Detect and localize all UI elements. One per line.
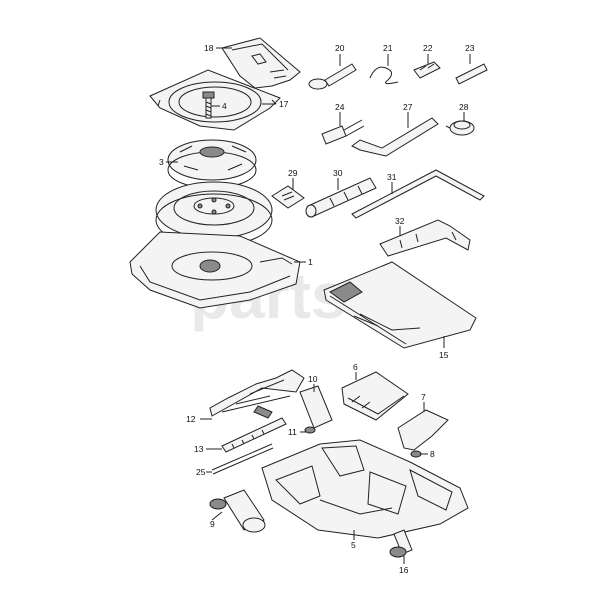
part-28-compressor-gauge[interactable] xyxy=(445,120,475,136)
callout-10: 10 xyxy=(308,374,318,384)
callout-25: 25 xyxy=(196,467,206,477)
part-18-cover-plate[interactable] xyxy=(221,37,301,89)
callout-18: 18 xyxy=(204,43,214,53)
callout-12: 12 xyxy=(186,414,196,424)
part-22-bracket[interactable] xyxy=(413,61,441,79)
part-20-towing-eye[interactable] xyxy=(308,63,357,90)
part-6-compressor[interactable] xyxy=(341,371,409,421)
callout-5: 5 xyxy=(351,540,356,550)
callout-30: 30 xyxy=(333,168,343,178)
callout-17: 17 xyxy=(279,99,289,109)
part-16-knob[interactable] xyxy=(389,529,413,558)
callout-28: 28 xyxy=(459,102,469,112)
part-21-clip[interactable] xyxy=(369,66,399,85)
part-7-bracket[interactable] xyxy=(397,409,449,451)
callout-9: 9 xyxy=(210,519,215,529)
callout-1: 1 xyxy=(308,257,313,267)
part-4-wheel-bolt[interactable] xyxy=(202,91,215,119)
callout-31: 31 xyxy=(387,172,397,182)
part-13-brush[interactable] xyxy=(221,417,287,453)
part-5-tool-tray[interactable] xyxy=(261,439,469,539)
spare-wheel xyxy=(155,181,273,247)
callout-23: 23 xyxy=(465,43,475,53)
part-3-foam-insert[interactable] xyxy=(167,139,257,189)
callout-8: 8 xyxy=(430,449,435,459)
callout-20: 20 xyxy=(335,43,345,53)
part-9-canister[interactable] xyxy=(209,489,266,533)
part-25-strap[interactable] xyxy=(211,443,274,475)
part-1-spare-wheel-well[interactable] xyxy=(129,231,301,309)
part-17-wheel-tray[interactable] xyxy=(149,69,281,131)
callout-leaders xyxy=(166,47,471,564)
part-32-jack-handle[interactable] xyxy=(379,219,471,257)
callout-27: 27 xyxy=(403,102,413,112)
callout-7: 7 xyxy=(421,392,426,402)
part-29-label[interactable] xyxy=(271,185,305,209)
callout-6: 6 xyxy=(353,362,358,372)
callout-21: 21 xyxy=(383,43,393,53)
callout-13: 13 xyxy=(194,444,204,454)
callout-29: 29 xyxy=(288,168,298,178)
callout-4: 4 xyxy=(222,101,227,111)
part-23-pin[interactable] xyxy=(455,63,488,85)
part-15-tool-bag[interactable] xyxy=(323,261,477,349)
callout-3: 3 xyxy=(159,157,164,167)
part-27-crank-handle[interactable] xyxy=(351,117,439,157)
part-24-socket-wrench[interactable] xyxy=(321,119,365,145)
part-31-hex-key[interactable] xyxy=(351,169,485,219)
part-11-screw[interactable] xyxy=(304,426,316,434)
part-8-nut[interactable] xyxy=(410,450,422,458)
callout-15: 15 xyxy=(439,350,449,360)
part-10-holder[interactable] xyxy=(299,385,333,429)
part-30-wheel-brace[interactable] xyxy=(305,177,377,218)
callout-11: 11 xyxy=(288,427,297,437)
callout-16: 16 xyxy=(399,565,409,575)
callout-32: 32 xyxy=(395,216,405,226)
callout-22: 22 xyxy=(423,43,433,53)
callout-24: 24 xyxy=(335,102,345,112)
part-12-car-jack[interactable] xyxy=(209,369,305,419)
